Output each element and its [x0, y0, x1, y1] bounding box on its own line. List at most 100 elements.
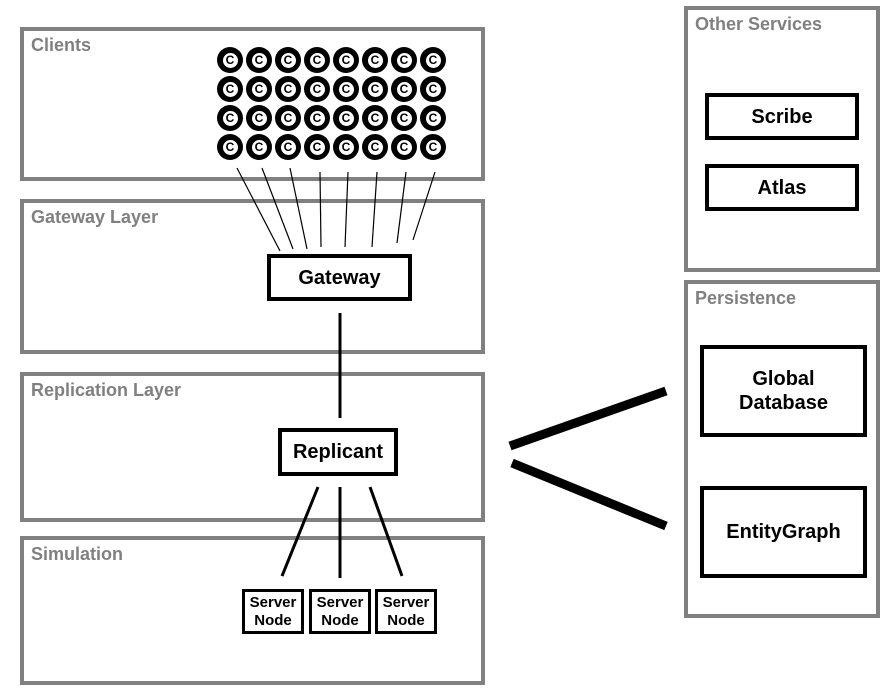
client-icon: C [304, 105, 330, 131]
client-symbol: C [221, 138, 239, 156]
atlas-box: Atlas [705, 164, 859, 211]
other-services-title: Other Services [695, 14, 823, 34]
replicant-node-link-3 [368, 486, 404, 577]
entity-graph-label: EntityGraph [726, 521, 841, 543]
client-symbol: C [279, 109, 297, 127]
client-symbol: C [250, 138, 268, 156]
client-icon: C [362, 134, 388, 160]
client-symbol: C [337, 138, 355, 156]
server-node-1: Server Node [242, 589, 304, 634]
client-icon: C [420, 76, 446, 102]
client-icon: C [275, 76, 301, 102]
global-database-label-line2: Database [739, 392, 828, 414]
gateway-layer-title: Gateway Layer [31, 207, 159, 227]
server-node-label-line1: Server [316, 593, 364, 611]
client-symbol: C [250, 109, 268, 127]
client-symbol: C [395, 109, 413, 127]
server-node-label-line1: Server [249, 593, 297, 611]
client-icon: C [362, 47, 388, 73]
client-symbol: C [221, 109, 239, 127]
client-icon: C [304, 134, 330, 160]
replicant-node-link-1 [280, 486, 320, 577]
replicant-label: Replicant [292, 441, 384, 463]
client-icon: C [304, 47, 330, 73]
client-symbol: C [337, 51, 355, 69]
client-icon: C [333, 76, 359, 102]
scribe-label: Scribe [751, 105, 813, 128]
atlas-label: Atlas [757, 176, 807, 199]
global-database-box: Global Database [700, 345, 867, 437]
client-icon: C [420, 134, 446, 160]
client-link-4 [319, 171, 322, 248]
client-icon: C [217, 105, 243, 131]
replication-layer-title: Replication Layer [31, 380, 182, 400]
client-symbol: C [424, 80, 442, 98]
replicant-box: Replicant [278, 428, 398, 476]
client-link-5 [344, 171, 349, 248]
client-icon: C [420, 47, 446, 73]
client-symbol: C [308, 138, 326, 156]
client-symbol: C [250, 80, 268, 98]
gateway-label: Gateway [298, 266, 381, 289]
client-link-6 [371, 171, 378, 248]
client-link-7 [396, 171, 407, 244]
client-symbol: C [308, 109, 326, 127]
client-icon: C [333, 134, 359, 160]
client-icon: C [275, 105, 301, 131]
server-node-label-line2: Node [387, 611, 425, 629]
client-symbol: C [279, 80, 297, 98]
client-symbol: C [395, 80, 413, 98]
client-symbol: C [337, 109, 355, 127]
client-icon: C [246, 134, 272, 160]
client-symbol: C [279, 51, 297, 69]
client-icon: C [246, 105, 272, 131]
client-symbol: C [308, 80, 326, 98]
client-symbol: C [366, 109, 384, 127]
client-icon: C [391, 47, 417, 73]
persistence-link-lower [510, 458, 668, 531]
client-symbol: C [395, 51, 413, 69]
scribe-box: Scribe [705, 93, 859, 140]
client-icon: C [420, 105, 446, 131]
client-link-1 [236, 167, 281, 252]
client-link-8 [412, 171, 436, 241]
client-symbol: C [395, 138, 413, 156]
client-symbol: C [308, 51, 326, 69]
client-icon: C [246, 76, 272, 102]
gateway-box: Gateway [267, 254, 412, 301]
client-icon: C [246, 47, 272, 73]
server-node-2: Server Node [309, 589, 371, 634]
client-icon: C [217, 134, 243, 160]
client-icon: C [275, 47, 301, 73]
persistence-title: Persistence [695, 288, 797, 308]
client-icon: C [391, 76, 417, 102]
client-icon: C [217, 76, 243, 102]
client-symbol: C [424, 51, 442, 69]
client-symbol: C [366, 138, 384, 156]
client-symbol: C [337, 80, 355, 98]
client-symbol: C [424, 138, 442, 156]
client-icon: C [391, 105, 417, 131]
client-icon: C [333, 105, 359, 131]
client-link-2 [261, 167, 294, 250]
server-node-label-line2: Node [321, 611, 359, 629]
client-icon: C [362, 105, 388, 131]
replication-layer: Replication Layer [20, 372, 485, 522]
server-node-3: Server Node [375, 589, 437, 634]
client-icon: C [333, 47, 359, 73]
client-icon: C [391, 134, 417, 160]
client-link-3 [289, 167, 308, 250]
client-icon: C [304, 76, 330, 102]
client-icon: C [362, 76, 388, 102]
server-node-label-line2: Node [254, 611, 292, 629]
client-symbol: C [279, 138, 297, 156]
client-symbol: C [366, 51, 384, 69]
simulation-layer-title: Simulation [31, 544, 124, 564]
client-symbol: C [366, 80, 384, 98]
client-icon: C [275, 134, 301, 160]
client-symbol: C [250, 51, 268, 69]
client-icon: C [217, 47, 243, 73]
client-symbol: C [221, 51, 239, 69]
